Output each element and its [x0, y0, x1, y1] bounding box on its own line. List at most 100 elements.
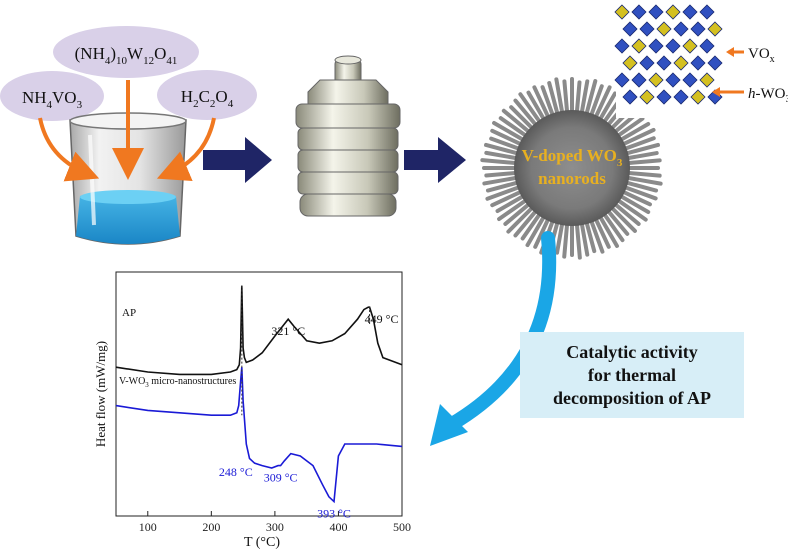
product-label-line2: nanorods [538, 169, 606, 188]
wo6-octahedron [690, 21, 706, 37]
vox-octahedron [665, 4, 681, 20]
reagent-oval-nh4vo3: NH4VO3 [0, 71, 104, 121]
nanorod-spike [617, 127, 656, 149]
product-label-line1: V-doped WO3 [522, 146, 623, 169]
wo6-octahedron [648, 4, 664, 20]
catalytic-line-3: decomposition of AP [553, 388, 711, 408]
nanorod-spike [615, 122, 651, 144]
x-tick-label: 300 [266, 520, 284, 534]
svg-text:(NH4)10W12O41: (NH4)10W12O41 [75, 44, 178, 67]
svg-text:h-WO3: h-WO3 [748, 86, 788, 105]
x-tick-label: 400 [329, 520, 347, 534]
wo6-octahedron [639, 21, 655, 37]
series-line-v-wo3 [115, 367, 403, 504]
vox-octahedron [656, 21, 672, 37]
autoclave-icon [295, 55, 401, 217]
dsc-chart: 100 200 300 400 500 248 °C 309 °C 393 °C 321 °C… [93, 271, 411, 550]
nanorod-spike [620, 142, 660, 157]
crystal-structure-icon [614, 4, 726, 118]
vox-octahedron [707, 21, 723, 37]
wo6-octahedron [673, 89, 689, 105]
nanorod-spike [587, 214, 605, 254]
plot-frame [115, 271, 403, 517]
nanorod-spike [615, 192, 651, 214]
crystal-lattice [614, 4, 723, 105]
wo6-octahedron [690, 55, 706, 71]
beaker-icon [69, 112, 187, 245]
nanorod-spike [490, 128, 527, 149]
nanorod-spike [484, 142, 524, 157]
wo6-octahedron [622, 89, 638, 105]
nanorod-sphere-icon: V-doped WO3 nanorods [480, 77, 663, 260]
wo6-octahedron [656, 89, 672, 105]
nanorod-spike [562, 217, 570, 259]
wo6-octahedron [682, 4, 698, 20]
vox-octahedron [631, 38, 647, 54]
vox-octahedron [648, 72, 664, 88]
nanorod-spike [596, 211, 619, 248]
nanorod-spike [497, 195, 532, 222]
x-axis-label: T (°C) [244, 535, 280, 550]
vox-octahedron [639, 89, 655, 105]
chart-annotations: 248 °C 309 °C 393 °C 321 °C 449 °C [219, 285, 399, 521]
nanorod-spike [621, 158, 662, 166]
nanorod-spike [618, 183, 658, 201]
catalytic-line-2: for thermal [588, 365, 676, 385]
peak-label: 321 °C [271, 324, 305, 338]
process-arrow-1 [203, 137, 272, 183]
nanorod-spike [482, 175, 523, 186]
process-arrow-2 [404, 137, 466, 183]
nanorod-spike [599, 208, 625, 243]
nanorod-spike [606, 202, 637, 233]
peak-label: 449 °C [365, 312, 399, 326]
svg-text:H2C2O4: H2C2O4 [181, 87, 234, 110]
vox-octahedron [614, 4, 630, 20]
nanorod-spike [480, 158, 523, 166]
wo6-octahedron [639, 55, 655, 71]
wo6-octahedron [673, 21, 689, 37]
nanorod-spike [501, 108, 535, 137]
wo6-octahedron [614, 72, 630, 88]
nanorod-spike [525, 211, 548, 248]
wo6-octahedron [665, 72, 681, 88]
peak-label: 393 °C [317, 507, 351, 521]
nanorod-spike [485, 183, 526, 201]
wo6-octahedron [656, 55, 672, 71]
nanorod-spike [574, 217, 582, 260]
wo6-octahedron [699, 4, 715, 20]
legend-label-vwo3: V-WO3 micro-nanostructures [119, 376, 236, 389]
reagent-oval-oxalic-acid: H2C2O4 [157, 70, 257, 120]
catalytic-activity-box: Catalytic activity for thermal decomposi… [520, 332, 744, 418]
catalytic-line-1: Catalytic activity [566, 342, 697, 362]
nanorod-spike [518, 92, 545, 128]
reagent-oval-ammonium-tungstate: (NH4)10W12O41 [53, 26, 199, 78]
nanorod-spike [532, 85, 553, 123]
nanorod-spike [621, 170, 662, 178]
wo6-octahedron [614, 38, 630, 54]
vox-label: VOx [726, 46, 775, 65]
wo6-octahedron [699, 38, 715, 54]
nanorod-spike [621, 175, 663, 186]
vox-octahedron [699, 72, 715, 88]
vox-octahedron [682, 38, 698, 54]
x-axis-ticks: 100 200 300 400 500 [139, 511, 411, 534]
peak-label: 309 °C [264, 471, 298, 485]
vox-octahedron [673, 55, 689, 71]
x-tick-label: 100 [139, 520, 157, 534]
x-tick-label: 500 [393, 520, 411, 534]
peak-label: 248 °C [219, 465, 253, 479]
wo6-octahedron [622, 21, 638, 37]
wo6-octahedron [665, 38, 681, 54]
chart-curves [115, 285, 403, 504]
vox-octahedron [690, 89, 706, 105]
reagent-arrows [38, 80, 216, 182]
nanorod-spike [490, 187, 527, 208]
vox-octahedron [622, 55, 638, 71]
svg-text:VOx: VOx [748, 46, 775, 65]
wo6-octahedron [631, 72, 647, 88]
nanorod-spike [591, 85, 612, 123]
hwo3-label: h-WO3 [712, 86, 788, 105]
x-tick-label: 200 [202, 520, 220, 534]
legend-label-ap: AP [122, 307, 136, 319]
